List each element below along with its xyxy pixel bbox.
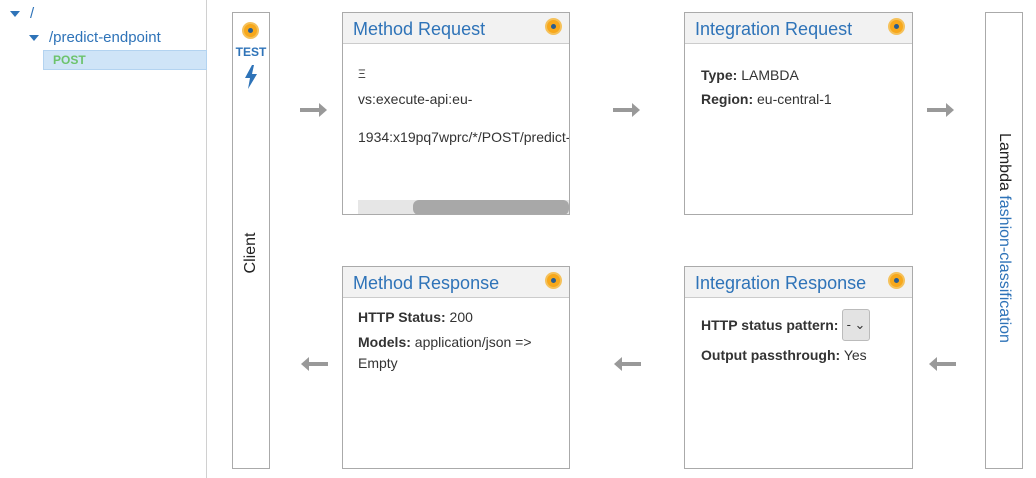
- chevron-down-icon[interactable]: [29, 34, 39, 41]
- status-dot-icon: [888, 272, 905, 289]
- arrow-right-icon: [613, 103, 640, 117]
- models-value-2: Empty: [358, 355, 398, 371]
- integration-request-header[interactable]: Integration Request: [685, 13, 912, 44]
- method-request-title[interactable]: Method Request: [353, 19, 486, 39]
- integration-response-panel: Integration Response HTTP status pattern…: [684, 266, 913, 469]
- method-response-title[interactable]: Method Response: [353, 273, 500, 293]
- scrollbar-thumb[interactable]: [413, 200, 569, 214]
- integration-type-label: Type:: [701, 67, 738, 83]
- output-passthrough: Output passthrough: Yes: [701, 347, 867, 363]
- output-passthrough-value: Yes: [843, 347, 867, 363]
- http-status-value: 200: [449, 309, 473, 325]
- tree-resource[interactable]: /predict-endpoint: [29, 29, 161, 46]
- status-dot-icon: [242, 22, 259, 39]
- integration-request-body: Type: LAMBDA Region: eu-central-1: [685, 45, 912, 214]
- chevron-down-icon[interactable]: [10, 10, 20, 17]
- lightning-icon[interactable]: [243, 65, 259, 89]
- method-response-header[interactable]: Method Response: [343, 267, 569, 298]
- arrow-right-icon: [300, 103, 327, 117]
- status-pattern-label: HTTP status pattern:: [701, 317, 839, 333]
- tree-root[interactable]: /: [10, 5, 34, 22]
- tree-method-label[interactable]: POST: [53, 53, 86, 67]
- integration-type: Type: LAMBDA: [701, 67, 799, 83]
- arn-line-3: 1934:x19pq7wprc/*/POST/predict-: [358, 129, 570, 145]
- integration-request-panel: Integration Request Type: LAMBDA Region:…: [684, 12, 913, 215]
- arrow-right-icon: [927, 103, 954, 117]
- status-dot-icon: [545, 272, 562, 289]
- status-dot-icon: [545, 18, 562, 35]
- horizontal-scrollbar[interactable]: [358, 200, 569, 214]
- client-panel: TEST Client: [232, 12, 270, 469]
- status-dot-icon: [888, 18, 905, 35]
- integration-type-value: LAMBDA: [741, 67, 799, 83]
- output-passthrough-label: Output passthrough:: [701, 347, 841, 363]
- resource-tree: / /predict-endpoint POST: [0, 0, 207, 478]
- models-label: Models:: [358, 334, 411, 350]
- client-label: Client: [242, 232, 259, 274]
- integration-region-value: eu-central-1: [757, 91, 832, 107]
- http-status: HTTP Status: 200: [358, 309, 473, 325]
- chevron-down-icon[interactable]: ⌄: [854, 317, 866, 332]
- integration-request-title[interactable]: Integration Request: [695, 19, 853, 39]
- method-response-body: HTTP Status: 200 Models: application/jso…: [343, 299, 569, 468]
- integration-response-header[interactable]: Integration Response: [685, 267, 912, 298]
- arn-line-2: vs:execute-api:eu-: [358, 91, 473, 107]
- status-pattern-select[interactable]: - ⌄: [842, 309, 870, 341]
- tree-resource-label[interactable]: /predict-endpoint: [49, 29, 161, 46]
- models-value-1: application/json =>: [414, 334, 532, 350]
- integration-response-body: HTTP status pattern: - ⌄ Output passthro…: [685, 299, 912, 468]
- test-button[interactable]: TEST: [235, 45, 267, 59]
- method-request-panel: Method Request Ξ vs:execute-api:eu- 1934…: [342, 12, 570, 215]
- integration-region-label: Region:: [701, 91, 754, 107]
- method-request-body: Ξ vs:execute-api:eu- 1934:x19pq7wprc/*/P…: [343, 45, 569, 214]
- lambda-function-link[interactable]: fashion-classification: [996, 195, 1013, 343]
- lambda-panel: Lambda fashion-classification: [985, 12, 1023, 469]
- integration-response-title[interactable]: Integration Response: [695, 273, 867, 293]
- tree-method-post[interactable]: POST: [43, 50, 207, 70]
- tree-root-label[interactable]: /: [30, 5, 35, 22]
- arrow-left-icon: [929, 357, 956, 371]
- lambda-type: Lambda: [996, 133, 1013, 191]
- lambda-label: Lambda fashion-classification: [995, 133, 1013, 343]
- method-request-header[interactable]: Method Request: [343, 13, 569, 44]
- method-response-panel: Method Response HTTP Status: 200 Models:…: [342, 266, 570, 469]
- arrow-left-icon: [301, 357, 328, 371]
- arn-line-1: Ξ: [358, 67, 366, 81]
- models: Models: application/json =>: [358, 334, 532, 350]
- integration-region: Region: eu-central-1: [701, 91, 832, 107]
- status-pattern-value[interactable]: -: [846, 317, 851, 332]
- http-status-label: HTTP Status:: [358, 309, 446, 325]
- arrow-left-icon: [614, 357, 641, 371]
